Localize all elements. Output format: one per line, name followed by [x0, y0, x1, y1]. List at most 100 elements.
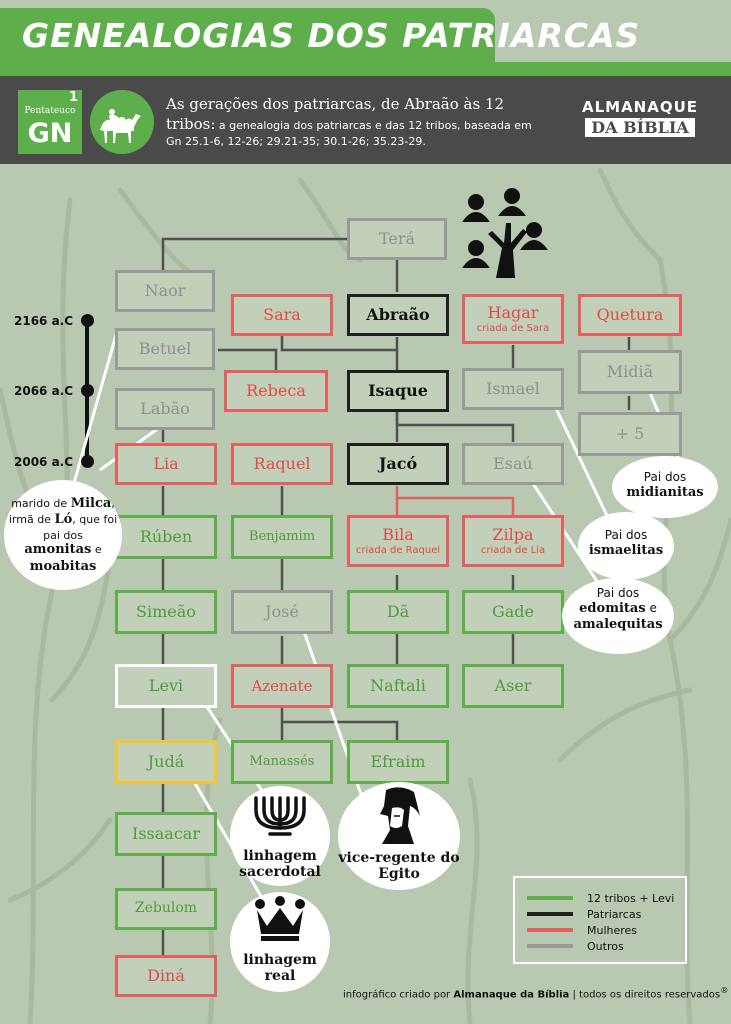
esau-note-bubble [562, 578, 674, 654]
timeline-dot [81, 455, 94, 468]
node-label: Raquel [253, 454, 311, 474]
pharaoh-icon [380, 787, 420, 844]
node-label: Sara [263, 305, 301, 325]
legend: 12 tribos + Levi Patriarcas Mulheres Out… [513, 876, 687, 964]
legend-swatch [527, 944, 573, 948]
naor-note: marido de Milca, irmã de Ló, que foi pai… [8, 496, 118, 575]
credit-suffix: | todos os direitos reservados [569, 989, 721, 1001]
node-issaacar: Issaacar [115, 812, 217, 856]
book-label: Pentateuco [24, 106, 76, 116]
node-abraao: Abraão [347, 294, 449, 336]
page-title: GENEALOGIAS DOS PATRIARCAS [22, 16, 641, 55]
bubble-bold: ismaelitas [588, 543, 664, 558]
midia-note-bubble [612, 456, 718, 518]
legend-label: Outros [587, 939, 624, 953]
node-label: Jacó [378, 454, 418, 474]
node-simeao: Simeão [115, 590, 217, 634]
node-label: Dã [386, 602, 410, 622]
bubble-text: Pai dos [643, 470, 687, 484]
node-label: Naor [144, 281, 186, 301]
bubble-bold: midianitas [626, 485, 704, 500]
node-label: Aser [494, 676, 532, 696]
node-ismael: Ismael [462, 368, 564, 410]
book-code: GN [27, 118, 73, 149]
node-ruben: Rúben [115, 515, 217, 559]
bubble-bold: amalequitas [573, 617, 663, 633]
legend-swatch [527, 928, 573, 932]
node-label: Terá [378, 229, 416, 249]
node-label: Betuel [138, 339, 192, 359]
bubble-bold: Milca [70, 496, 112, 511]
bubble-bold: edomitas [579, 601, 646, 616]
title-strip [0, 62, 731, 76]
bubble-bold: moabitas [29, 558, 97, 574]
bubble-text: , que foi pai dos [43, 513, 118, 542]
node-label: Benjamim [248, 528, 316, 544]
menorah-icon [254, 796, 306, 836]
node-label: Rebeca [246, 381, 306, 401]
legend-item: Patriarcas [527, 906, 641, 922]
node-label: Azenate [251, 676, 313, 695]
node-raquel: Raquel [231, 443, 333, 485]
bubble-bold: amonitas [24, 542, 92, 558]
node-efraim: Efraim [347, 740, 449, 784]
node-sara: Sara [231, 294, 333, 336]
node-lia: Lia [115, 443, 217, 485]
header-headline: As gerações dos patriarcas, de Abraão às… [166, 95, 505, 134]
node-levi: Levi [115, 664, 217, 708]
timeline-dot [81, 384, 94, 397]
node-aser: Aser [462, 664, 564, 708]
node-label: Lia [153, 454, 179, 474]
family-tree-icon [462, 188, 548, 278]
node-gade: Gade [462, 590, 564, 634]
node-label: Issaacar [132, 824, 200, 844]
legend-label: Patriarcas [587, 907, 642, 921]
node-label: Zilpa [492, 525, 534, 545]
legend-item: Mulheres [527, 922, 637, 938]
header-detail: a genealogia dos patriarcas e das 12 tri… [166, 119, 532, 148]
node-mais5: + 5 [578, 412, 682, 456]
node-label: José [265, 602, 299, 622]
node-labao: Labão [115, 388, 215, 430]
book-badge: 1 Pentateuco GN [18, 90, 82, 154]
title-banner [0, 8, 495, 70]
node-label: Ismael [486, 379, 540, 399]
node-label: Quetura [596, 305, 664, 325]
node-label: Judá [147, 752, 185, 772]
jose-note-text: vice-regente do Egito [338, 850, 460, 883]
node-label: + 5 [615, 424, 645, 444]
node-label: Efraim [370, 752, 426, 772]
node-juda: Judá [115, 740, 217, 784]
node-dina: Diná [115, 955, 217, 997]
legend-item: 12 tribos + Levi [527, 890, 674, 906]
camel-icon [90, 90, 154, 154]
legend-item: Outros [527, 938, 624, 954]
node-label: Levi [148, 676, 184, 696]
node-isaque: Isaque [347, 370, 449, 412]
registered-mark: ® [720, 985, 729, 995]
node-label: Gade [491, 602, 535, 622]
bubble-text: e [645, 601, 657, 615]
credit-prefix: infográfico criado por [343, 989, 454, 1001]
node-label: Manassés [249, 753, 315, 769]
node-label: Bila [382, 525, 414, 545]
node-tera: Terá [347, 218, 447, 260]
timeline-year: 2166 a.C [14, 314, 74, 328]
credit-brand: Almanaque da Bíblia [453, 989, 570, 1001]
brand-line1: ALMANAQUE [581, 98, 699, 116]
bubble-text: , irmã de [8, 497, 115, 527]
node-zebulom: Zebulom [115, 888, 217, 930]
naor-note-bubble [4, 480, 122, 590]
node-label: Labão [140, 399, 190, 419]
node-label: Diná [147, 966, 185, 986]
bubble-text: Pai dos [604, 528, 648, 542]
legend-swatch [527, 912, 573, 916]
node-benjamim: Benjamim [231, 515, 333, 559]
node-label: Isaque [368, 381, 428, 401]
timeline-year: 2006 a.C [14, 455, 74, 469]
node-label: Midiã [606, 362, 654, 382]
